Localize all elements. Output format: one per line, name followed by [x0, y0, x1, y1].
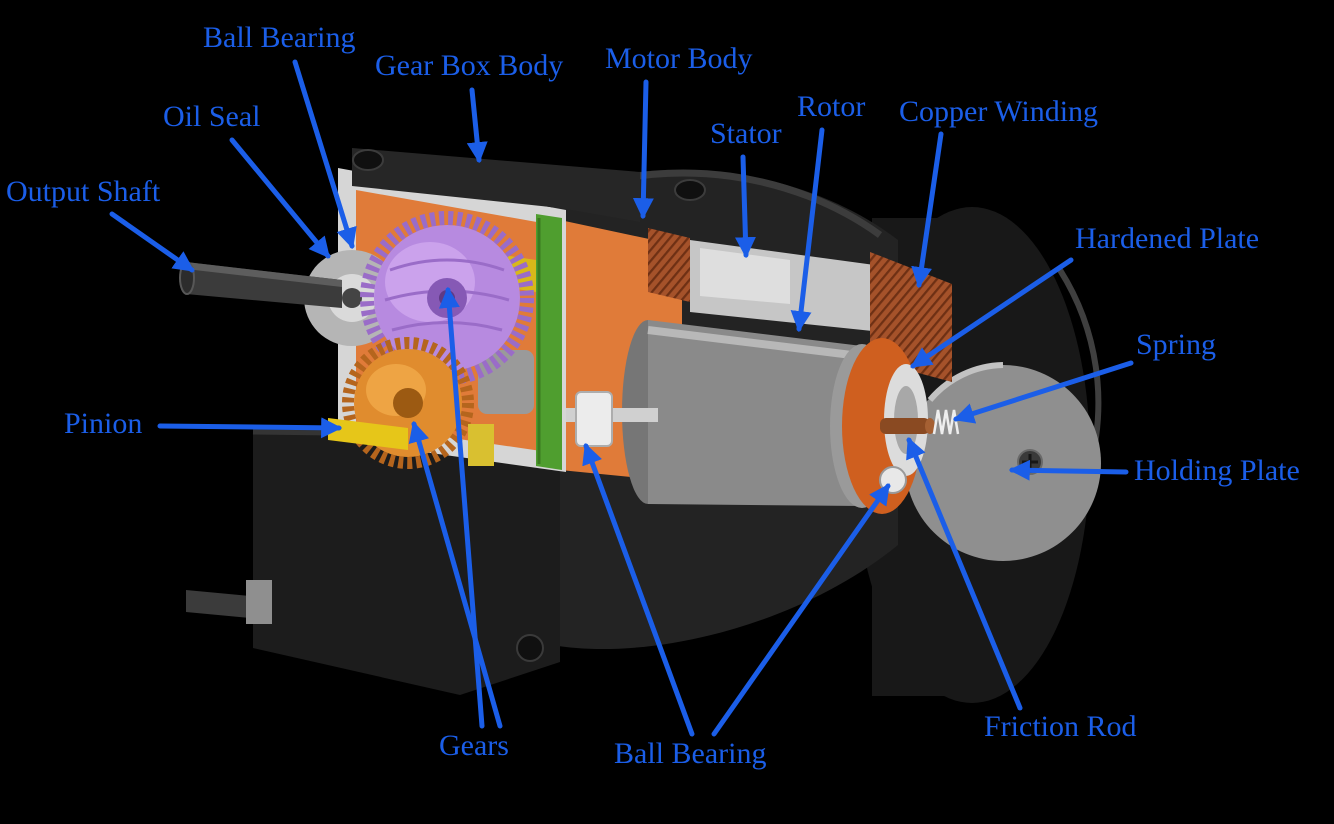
- label-stator: Stator: [710, 117, 782, 150]
- callout-arrow-friction-rod: [906, 437, 1023, 711]
- label-output-shaft: Output Shaft: [6, 175, 161, 208]
- callout-arrow-gears-lower: [408, 420, 503, 729]
- callout-arrow-gear-box-body: [466, 87, 488, 164]
- motor-screw: [674, 179, 706, 201]
- label-gear-box-body: Gear Box Body: [375, 49, 564, 82]
- purple-gear-teeth: [360, 211, 534, 385]
- orange-gear-hub: [393, 388, 423, 418]
- friction-rod-end: [925, 418, 935, 434]
- label-ball-bearing-top: Ball Bearing: [203, 21, 356, 54]
- label-oil-seal: Oil Seal: [163, 100, 261, 133]
- coupling-cylinder: [478, 350, 534, 414]
- gearbox-top-cover: [352, 148, 640, 222]
- front-ball-bearing: [575, 391, 613, 447]
- callout-arrow-motor-body: [632, 79, 654, 220]
- callout-arrow-ball-bearing-top: [292, 59, 357, 250]
- pinion-shaft: [328, 418, 408, 450]
- stator-sleeve-highlight: [700, 248, 790, 304]
- label-pinion: Pinion: [64, 407, 143, 440]
- label-hardened-plate: Hardened Plate: [1075, 222, 1260, 255]
- label-motor-body: Motor Body: [605, 42, 753, 75]
- copper-winding-left: [648, 228, 690, 302]
- callout-arrow-oil-seal: [229, 137, 331, 259]
- lower-stub-nut: [246, 580, 272, 624]
- orange-gear-teeth: [342, 337, 474, 469]
- callout-arrow-gears-upper: [438, 286, 485, 729]
- label-holding-plate: Holding Plate: [1134, 454, 1300, 487]
- label-ball-bearing-bottom: Ball Bearing: [614, 737, 767, 770]
- lower-stub-shaft: [186, 590, 250, 618]
- shaft-end: [342, 288, 362, 308]
- rotor-cylinder: [648, 320, 862, 506]
- label-copper-winding: Copper Winding: [899, 95, 1099, 128]
- callout-arrow-ball-bearing-bottom-right: [711, 483, 891, 737]
- callout-arrows: [109, 59, 1134, 737]
- callout-arrow-stator: [734, 154, 756, 259]
- callout-arrow-copper-winding: [911, 131, 944, 289]
- rotor-highlight: [647, 326, 861, 360]
- gearbox-section: [252, 148, 640, 695]
- label-friction-rod: Friction Rod: [984, 710, 1137, 743]
- label-rotor: Rotor: [797, 90, 866, 123]
- callout-arrow-rotor: [790, 127, 825, 333]
- output-shaft-part: [179, 261, 342, 624]
- label-spring: Spring: [1136, 328, 1217, 361]
- callout-arrow-hardened-plate: [910, 257, 1074, 369]
- holding-plate-highlight: [927, 362, 1004, 402]
- callout-arrow-output-shaft: [109, 211, 195, 273]
- label-gears: Gears: [439, 729, 509, 762]
- callout-arrow-spring: [952, 360, 1134, 424]
- gearbox-screw-top: [352, 149, 384, 171]
- gearbox-screw-bottom: [516, 634, 544, 662]
- yellow-spacer: [468, 424, 494, 466]
- callout-arrow-ball-bearing-bottom-left: [582, 443, 695, 737]
- callout-arrow-holding-plate: [1008, 459, 1129, 481]
- gearbox-lower-housing: [253, 428, 560, 695]
- green-end-plate: [536, 214, 562, 470]
- output-shaft-highlight: [186, 262, 342, 287]
- motor-section: [552, 169, 960, 650]
- callout-arrow-pinion: [157, 417, 343, 439]
- friction-rod-part: [880, 418, 930, 434]
